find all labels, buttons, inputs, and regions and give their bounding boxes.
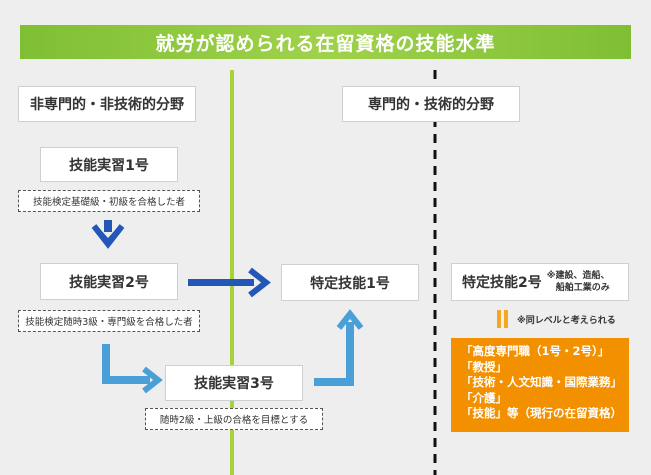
- box-intern-1: 技能実習1号: [40, 147, 178, 182]
- category-non-professional: 非専門的・非技術的分野: [18, 86, 196, 122]
- existing-status-list: 「高度専門職（1号・2号）」 「教授」 「技術・人文知識・国際業務」 「介護」 …: [451, 338, 629, 432]
- note-intern-1-requirement: 技能検定基礎級・初級を合格した者: [18, 190, 200, 212]
- status-item: 「教授」: [461, 359, 507, 374]
- status-item: 「技術・人文知識・国際業務」: [461, 375, 622, 389]
- note-equivalent-level: ※同レベルと考えられる: [517, 316, 616, 326]
- box-intern-3: 技能実習3号: [165, 365, 303, 401]
- note-intern-2-requirement: 技能検定随時3級・専門級を合格した者: [18, 310, 200, 332]
- box-specified-skill-1: 特定技能1号: [281, 264, 419, 301]
- box-specified-skill-2: 特定技能2号 ※建設、造船、 船舶工業のみ: [451, 263, 629, 301]
- note-specified-skill-2-scope: ※建設、造船、 船舶工業のみ: [547, 270, 610, 294]
- equivalence-bar-icon: [497, 310, 508, 328]
- status-item: 「介護」: [461, 390, 507, 405]
- box-intern-2: 技能実習2号: [40, 263, 178, 300]
- scope-line-2: 船舶工業のみ: [555, 283, 610, 293]
- page-title: 就労が認められる在留資格の技能水準: [20, 25, 631, 59]
- arrow-right-icon: [188, 267, 271, 298]
- status-item: 「高度専門職（1号・2号）」: [461, 344, 610, 358]
- category-professional: 専門的・技術的分野: [342, 86, 520, 122]
- arrow-elbow-down-right-icon: [102, 344, 163, 394]
- arrow-down-icon: [91, 220, 125, 249]
- status-item: 「技能」等（現行の在留資格）: [461, 406, 622, 420]
- scope-line-1: ※建設、造船、: [546, 271, 610, 281]
- green-divider: [230, 70, 234, 475]
- arrow-elbow-up-icon: [314, 309, 364, 386]
- box-specified-skill-2-label: 特定技能2号: [462, 275, 542, 291]
- note-intern-3-goal: 随時2級・上級の合格を目標とする: [145, 408, 323, 430]
